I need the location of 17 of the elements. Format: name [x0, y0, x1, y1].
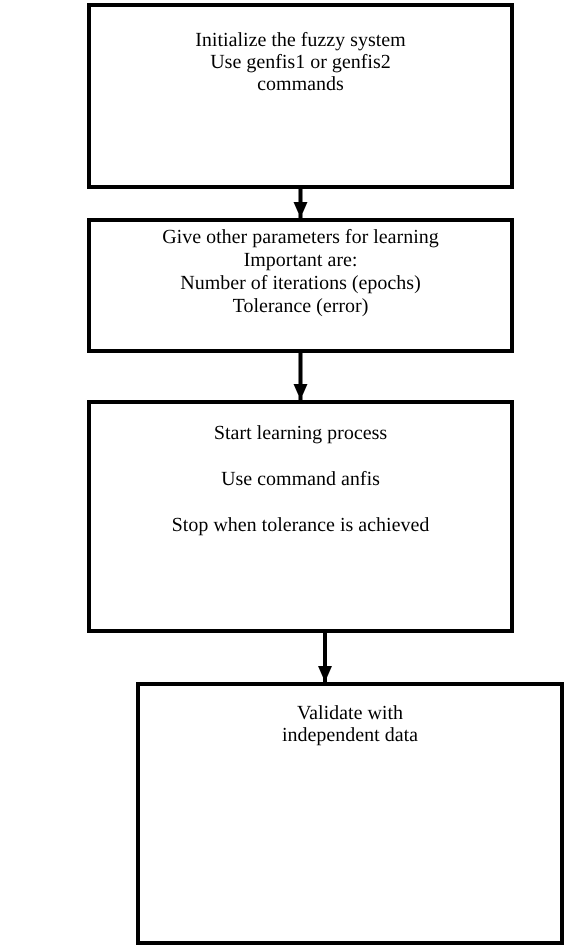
- step-text: Stop when tolerance is achieved: [172, 514, 430, 536]
- step-text: Give other parameters for learning: [162, 226, 439, 248]
- step-text: Use command anfis: [221, 468, 380, 490]
- arrow: [294, 353, 308, 400]
- arrow: [318, 633, 332, 682]
- step-text: Validate with independent data: [280, 702, 420, 746]
- process-box: [87, 218, 514, 353]
- step-text: Tolerance (error): [232, 295, 368, 317]
- arrow: [294, 189, 308, 218]
- step-text: Important are:: [244, 249, 358, 271]
- step-text: Initialize the fuzzy system: [195, 29, 406, 51]
- step-text: Use genfis1 or genfis2 commands: [209, 51, 392, 95]
- process-box: [87, 400, 514, 633]
- step-text: Start learning process: [214, 422, 388, 444]
- process-box: [87, 3, 514, 189]
- step-text: Number of iterations (epochs): [180, 272, 421, 294]
- process-box: [136, 682, 564, 945]
